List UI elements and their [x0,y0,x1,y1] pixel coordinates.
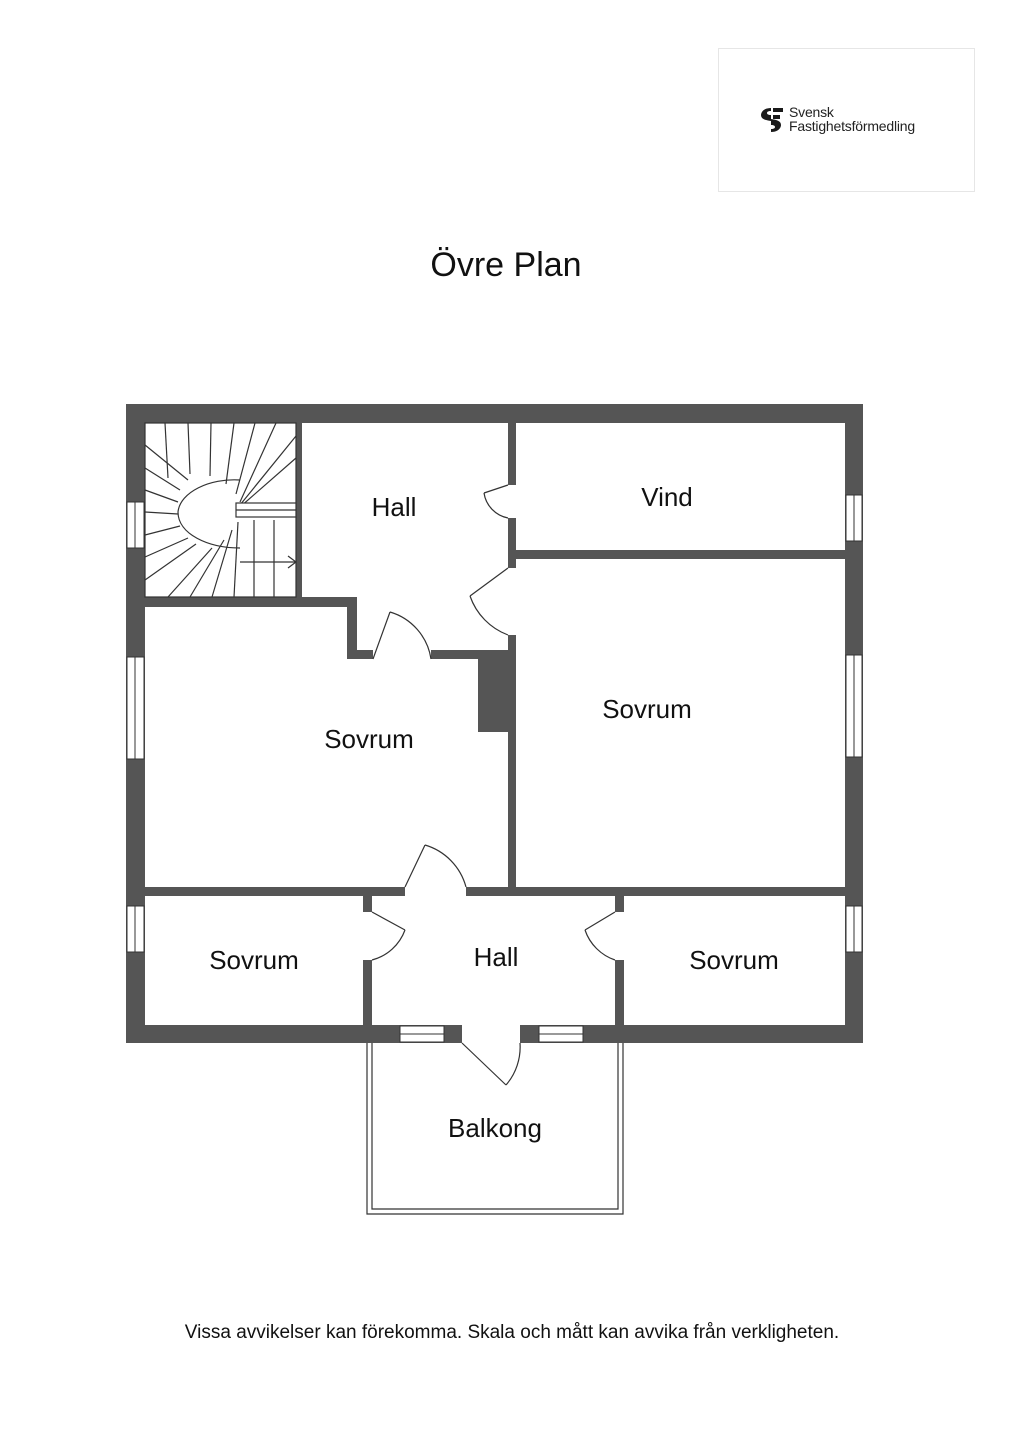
doors [371,484,616,1086]
room-label-hall-lower: Hall [474,942,519,972]
brand-logo-icon [761,108,783,132]
brand-name-line1: Svensk [789,104,834,120]
room-label-hall-upper: Hall [372,492,417,522]
window-center-lines [134,495,855,1035]
balcony [366,1043,624,1215]
room-label-sovrum-bottom-right: Sovrum [689,945,779,975]
brand-logo-box: Svensk Fastighetsförmedling [718,48,975,192]
room-label-balkong: Balkong [448,1113,542,1143]
interior-walls [145,423,845,1025]
plan-title: Övre Plan [430,246,582,284]
brand-logo-text: Svensk Fastighetsförmedling [789,105,915,133]
room-label-sovrum-right: Sovrum [602,694,692,724]
staircase [144,422,297,598]
room-label-sovrum-bottom-left: Sovrum [209,945,299,975]
brand-name-line2: Fastighetsförmedling [789,118,915,134]
balcony-door-gap [462,1025,520,1043]
room-label-vind: Vind [641,482,693,512]
disclaimer-text: Vissa avvikelser kan förekomma. Skala oc… [184,1322,840,1343]
room-label-sovrum-left: Sovrum [324,724,414,754]
